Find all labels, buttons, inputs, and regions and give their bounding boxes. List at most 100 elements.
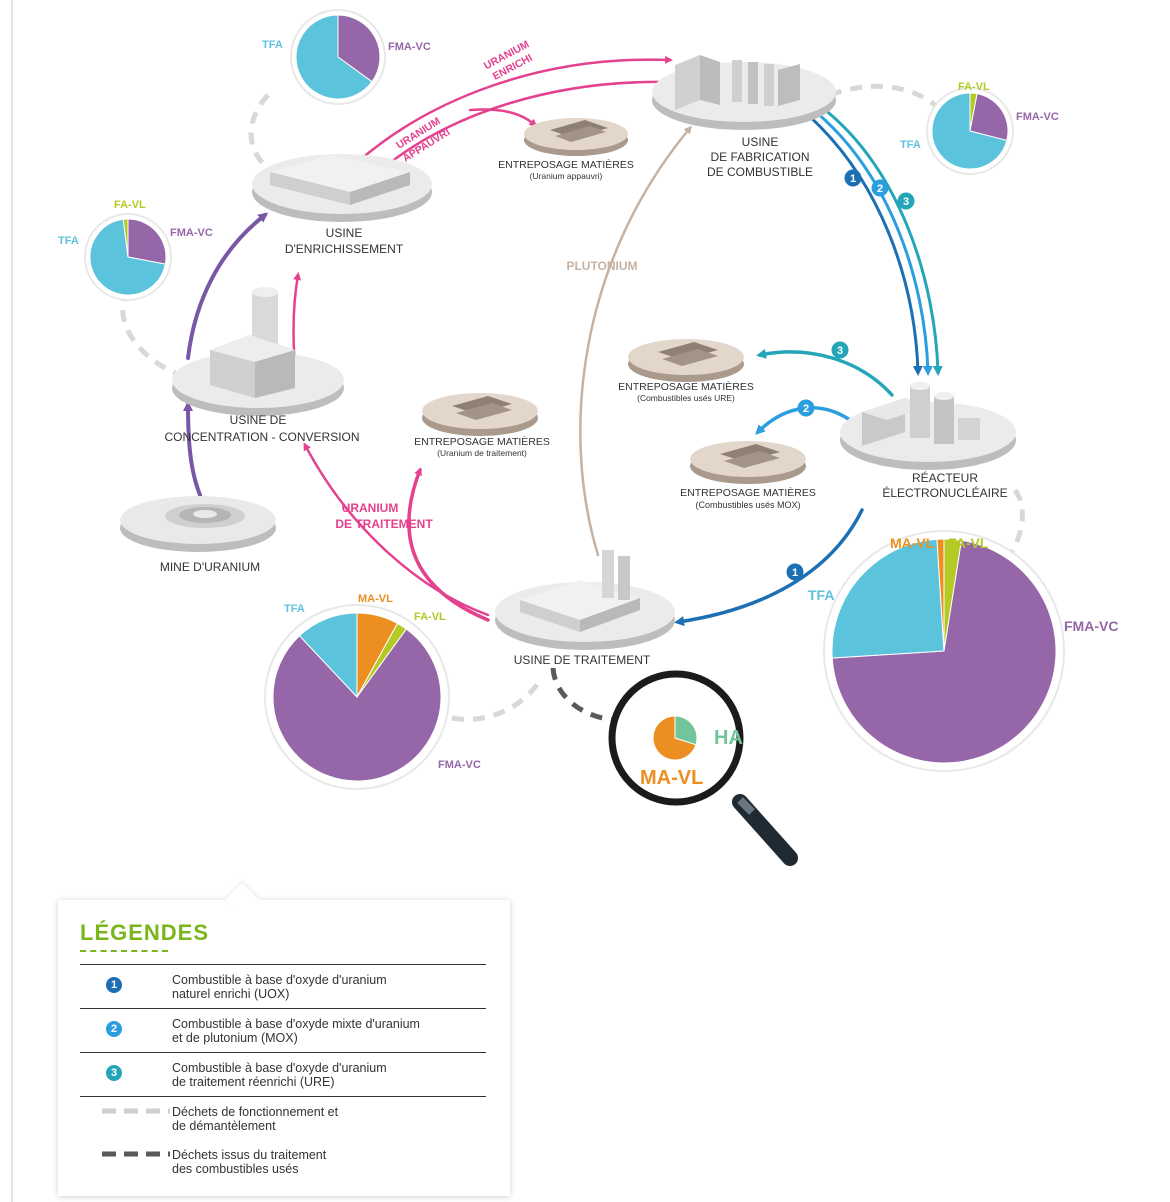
storage-reprocessed bbox=[422, 393, 538, 436]
legend-text-treatment-waste: Déchets issus du traitement des combusti… bbox=[172, 1148, 490, 1176]
fabrication-fmavc-label: FMA-VC bbox=[1016, 111, 1059, 123]
enrichment-platform bbox=[252, 154, 432, 222]
enrichment-waste-pie bbox=[290, 9, 386, 105]
enrichment-slice-tfa bbox=[295, 14, 373, 100]
reprocessed-label-1: URANIUM bbox=[342, 501, 399, 515]
treatment-platform bbox=[495, 550, 675, 650]
legend-text-ure: Combustible à base d'oxyde d'uranium de … bbox=[172, 1061, 490, 1089]
conversion-fmavc-label: FMA-VC bbox=[170, 227, 213, 239]
conversion-waste-pie bbox=[84, 213, 172, 301]
reactor-tfa-label: TFA bbox=[808, 587, 834, 603]
magnifier-mavl-label: MA-VL bbox=[640, 767, 703, 789]
mine-platform bbox=[120, 496, 276, 552]
legend-row-ure: 3 Combustible à base d'oxyde d'uranium d… bbox=[80, 1052, 486, 1097]
magnifier-waste-pie bbox=[652, 715, 698, 761]
storage-mox-label-2: (Combustibles usés MOX) bbox=[695, 500, 800, 510]
mine-label: MINE D'URANIUM bbox=[160, 560, 260, 574]
conversion-favl-label: FA-VL bbox=[114, 199, 146, 211]
treatment-mavl-label: MA-VL bbox=[358, 593, 393, 605]
reactor-mavl-label: MA-VL bbox=[890, 535, 935, 551]
fabrication-label-3: DE COMBUSTIBLE bbox=[707, 165, 813, 179]
storage-mox bbox=[690, 441, 806, 484]
legend-text-uox-1: Combustible à base d'oxyde d'uranium bbox=[172, 973, 387, 987]
reactor-waste-pie bbox=[823, 530, 1065, 772]
enrichment-slice-fma-vc bbox=[337, 14, 381, 83]
legend-text-mox-2: et de plutonium (MOX) bbox=[172, 1031, 298, 1045]
storage-ure bbox=[628, 339, 744, 382]
uox-badge-label: 1 bbox=[850, 173, 856, 185]
enrichment-tfa-label: TFA bbox=[262, 39, 283, 51]
treatment-slice-fma-vc bbox=[272, 628, 442, 782]
legend-text-mox-1: Combustible à base d'oxyde mixte d'urani… bbox=[172, 1017, 420, 1031]
treatment-label: USINE DE TRAITEMENT bbox=[514, 653, 651, 667]
legend-text-treatment-waste-1: Déchets issus du traitement bbox=[172, 1148, 327, 1162]
storage-reprocessed-label-1: ENTREPOSAGE MATIÈRES bbox=[414, 435, 550, 448]
fabrication-label-1: USINE bbox=[742, 135, 779, 149]
fabrication-slice-tfa bbox=[931, 92, 1008, 170]
ure-badge bbox=[897, 192, 915, 210]
storage-mox-label-1: ENTREPOSAGE MATIÈRES bbox=[680, 486, 816, 499]
storage-depleted-label-2: (Uranium appauvri) bbox=[530, 171, 603, 181]
conversion-slice-fa-vl bbox=[122, 218, 129, 258]
fabrication-waste-pie bbox=[926, 87, 1014, 175]
reactor-slice-fma-vc bbox=[831, 539, 1057, 764]
enrichment-fmavc-label: FMA-VC bbox=[388, 41, 431, 53]
flow-number-badges: 1 2 3 3 2 1 bbox=[786, 169, 915, 581]
legend-row-uox: 1 Combustible à base d'oxyde d'uranium n… bbox=[80, 964, 486, 1009]
conversion-label-2: CONCENTRATION - CONVERSION bbox=[164, 430, 359, 444]
fabrication-tfa-label: TFA bbox=[900, 139, 921, 151]
legend-key-dark-dash bbox=[102, 1151, 170, 1157]
storage-ure-label-2: (Combustibles usés URE) bbox=[637, 393, 735, 403]
reactor-fmavc-label: FMA-VC bbox=[1064, 618, 1118, 634]
legend-text-treatment-waste-2: des combustibles usés bbox=[172, 1162, 299, 1176]
legend-key-light-dash bbox=[102, 1108, 170, 1114]
fabrication-favl-label: FA-VL bbox=[958, 81, 990, 93]
conversion-slice-fma-vc bbox=[127, 218, 167, 265]
reactor-slice-tfa bbox=[831, 538, 945, 659]
conversion-slice-tfa bbox=[89, 218, 166, 296]
storage-depleted-label-1: ENTREPOSAGE MATIÈRES bbox=[498, 158, 634, 171]
legend-panel: LÉGENDES 1 Combustible à base d'oxyde d'… bbox=[58, 883, 510, 1196]
mox-badge bbox=[871, 179, 889, 197]
legend-key-uox: 1 bbox=[80, 965, 170, 1009]
treatment-tfa-label: TFA bbox=[284, 603, 305, 615]
storage-ure-label-1: ENTREPOSAGE MATIÈRES bbox=[618, 380, 754, 393]
mox-storage-badge-label: 2 bbox=[803, 403, 809, 415]
conversion-label-1: USINE DE bbox=[230, 413, 287, 427]
reactor-platform bbox=[840, 382, 1016, 470]
treatment-slice-tfa bbox=[298, 612, 358, 699]
treatment-favl-label: FA-VL bbox=[414, 611, 446, 623]
legend-text-operation-waste-2: de démantèlement bbox=[172, 1119, 276, 1133]
magnifier-slice-ha bbox=[674, 715, 698, 746]
ure-badge-label: 3 bbox=[903, 196, 909, 208]
reactor-label-2: ÉLECTRONUCLÉAIRE bbox=[882, 485, 1007, 500]
fabrication-label-2: DE FABRICATION bbox=[710, 150, 809, 164]
legend-text-uox: Combustible à base d'oxyde d'uranium nat… bbox=[172, 973, 490, 1001]
uox-treatment-badge-label: 1 bbox=[792, 567, 798, 579]
magnifier-icon bbox=[608, 670, 798, 866]
legend-row-treatment-waste: Déchets issus du traitement des combusti… bbox=[80, 1140, 486, 1184]
enrichment-label-2: D'ENRICHISSEMENT bbox=[285, 242, 404, 256]
legend-text-mox: Combustible à base d'oxyde mixte d'urani… bbox=[172, 1017, 490, 1045]
conversion-tfa-label: TFA bbox=[58, 235, 79, 247]
storage-depleted bbox=[524, 118, 628, 156]
conversion-platform bbox=[172, 287, 344, 416]
legend-text-uox-2: naturel enrichi (UOX) bbox=[172, 987, 290, 1001]
legend-badge-mox: 2 bbox=[106, 1021, 122, 1037]
legend-badge-ure: 3 bbox=[106, 1065, 122, 1081]
legend-row-mox: 2 Combustible à base d'oxyde mixte d'ura… bbox=[80, 1008, 486, 1053]
legend-text-operation-waste: Déchets de fonctionnement et de démantèl… bbox=[172, 1105, 490, 1133]
legend-title-underline bbox=[80, 950, 168, 952]
legend-key-ure: 3 bbox=[80, 1053, 170, 1097]
magnifier-slice-ma-vl bbox=[652, 715, 697, 761]
ure-storage-badge-label: 3 bbox=[837, 345, 843, 357]
legend-row-operation-waste: Déchets de fonctionnement et de démantèl… bbox=[80, 1096, 486, 1141]
plutonium-label: PLUTONIUM bbox=[566, 259, 637, 273]
treatment-fmavc-label: FMA-VC bbox=[438, 759, 481, 771]
uox-badge bbox=[844, 169, 862, 187]
enrichment-label-1: USINE bbox=[326, 226, 363, 240]
storage-reprocessed-label-2: (Uranium de traitement) bbox=[437, 448, 527, 458]
legend-key-mox: 2 bbox=[80, 1009, 170, 1053]
legend-text-ure-1: Combustible à base d'oxyde d'uranium bbox=[172, 1061, 387, 1075]
